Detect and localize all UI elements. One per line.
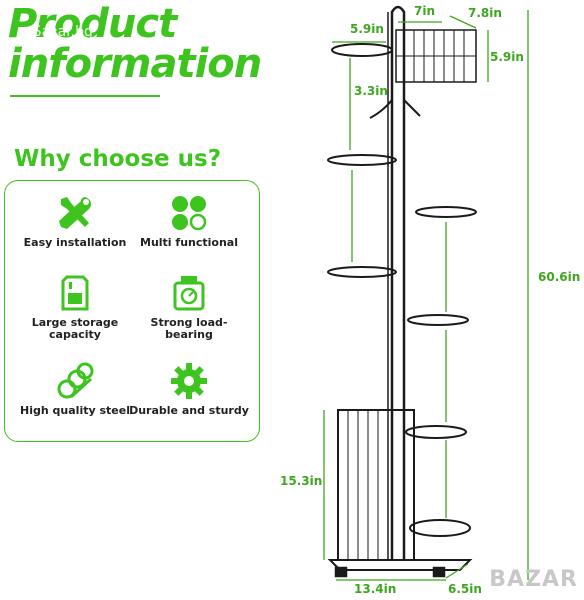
feature-easy-installation: Easy installation [15,193,135,249]
feature-label: High quality steel [20,404,130,417]
feature-strong-load: Strong load-bearing [129,273,249,341]
title-line-1: Product [8,1,177,47]
scale-icon [173,276,205,311]
tools-icon [59,197,92,229]
section-heading: Why choose us? [14,146,222,172]
dimension-hook-gap: 3.3in [354,84,388,98]
dimension-top-width: 7in [414,4,436,18]
dimension-base-width: 13.4in [354,582,397,596]
dimension-basket-height: 5.9in [490,50,524,64]
title-line-2: information [8,41,262,87]
site-watermark: Бaзar.bg [32,24,93,40]
feature-multi-functional: Multi functional [129,193,249,249]
feature-label: Easy installation [23,236,127,249]
feature-label: Durable and sturdy [129,404,249,417]
dimension-total-height: 60.6in [538,270,581,284]
steel-pipes-icon [57,362,94,399]
feature-high-quality-steel: High quality steel [15,361,135,417]
feature-durable: Durable and sturdy [129,361,249,417]
feature-label: Large storage capacity [31,316,119,341]
title-underline [10,95,160,97]
sd-card-icon [61,275,89,311]
gear-icon [171,363,207,399]
dimension-base-depth: 6.5in [448,582,482,596]
plant-stand-illustration [323,5,529,581]
grid-dots-icon [172,196,207,231]
dimension-basket-depth: 7.8in [468,6,502,20]
feature-label: Multi functional [140,236,238,249]
dimension-top-left-width: 5.9in [350,22,384,36]
features-panel: Easy installation Multi functional Large… [4,180,260,442]
feature-large-storage: Large storage capacity [15,273,135,341]
dimension-base-height: 15.3in [280,474,323,488]
feature-label: Strong load-bearing [150,316,228,341]
brand-watermark: BAZAR [489,567,578,592]
